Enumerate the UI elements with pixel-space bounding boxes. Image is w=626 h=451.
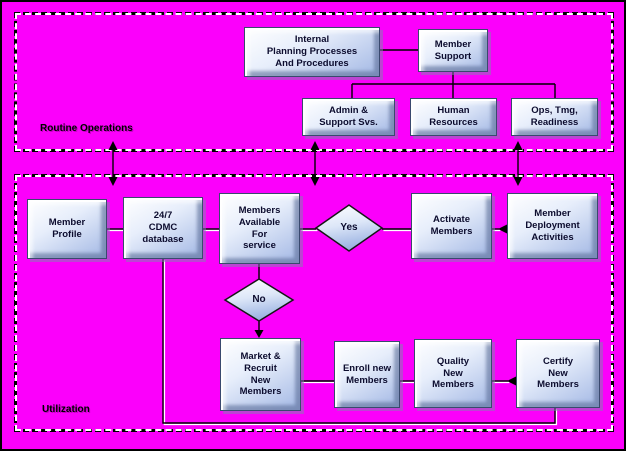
admin-support-svs-box[interactable]: Admin & Support Svs. xyxy=(302,98,395,136)
enroll-members-box[interactable]: Enroll new Members xyxy=(334,341,400,408)
no-decision-diamond[interactable] xyxy=(223,278,295,322)
human-resources-box[interactable]: Human Resources xyxy=(410,98,497,136)
internal-planning-box[interactable]: Internal Planning Processes And Procedur… xyxy=(244,27,380,77)
quality-members-box[interactable]: Quality New Members xyxy=(414,339,492,408)
no-label: No xyxy=(252,294,266,305)
connector-support-branch xyxy=(351,72,556,98)
certify-members-box[interactable]: Certify New Members xyxy=(516,339,600,408)
connector-certify-to-cdmc-loop xyxy=(162,259,556,424)
market-recruit-box[interactable]: Market & Recruit New Members xyxy=(220,338,301,411)
two-way-arrow-right xyxy=(513,141,523,186)
connector-activate-deployment xyxy=(492,224,507,234)
ops-tmg-readiness-box[interactable]: Ops, Tmg, Readiness xyxy=(511,98,598,136)
two-way-arrow-middle xyxy=(310,141,320,186)
connector-highlights xyxy=(108,229,558,426)
arrowhead-down-market xyxy=(254,330,264,338)
member-support-box[interactable]: Member Support xyxy=(418,29,488,72)
yes-label: Yes xyxy=(340,222,358,233)
two-way-arrow-left xyxy=(108,141,118,186)
yes-decision-diamond[interactable] xyxy=(314,204,384,252)
utilization-label: Utilization xyxy=(42,404,90,415)
utilization-region xyxy=(14,174,614,432)
connector-quality-certify xyxy=(492,376,516,386)
arrowhead-left-deployment xyxy=(498,224,507,234)
connector-no-to-market xyxy=(254,321,264,338)
arrowhead-left-certify xyxy=(507,376,516,386)
members-available-box[interactable]: Members Available For service xyxy=(219,193,300,264)
cdmc-database-box[interactable]: 24/7 CDMC database xyxy=(123,197,203,259)
member-deployment-box[interactable]: Member Deployment Activities xyxy=(507,193,598,259)
routine-operations-label: Routine Operations xyxy=(40,123,133,134)
activate-members-box[interactable]: Activate Members xyxy=(411,193,492,259)
member-profile-box[interactable]: Member Profile xyxy=(27,199,107,259)
